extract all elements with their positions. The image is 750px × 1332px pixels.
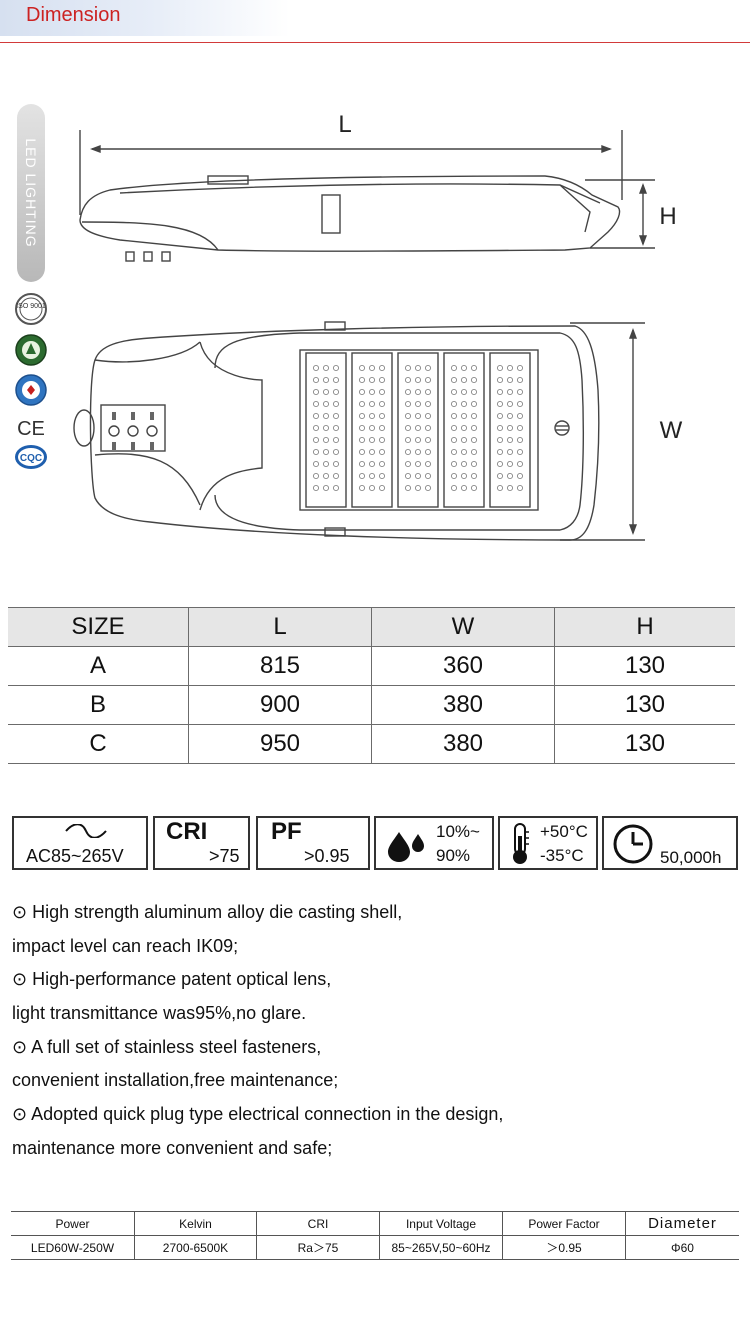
- size-cell: C: [8, 724, 189, 764]
- voltage-text: AC85~265V: [26, 846, 124, 866]
- green-seal-icon: [15, 334, 47, 366]
- iso-9001-icon: ISO 9001: [15, 293, 47, 325]
- dimension-drawing: L H W: [73, 111, 683, 541]
- humidity-top: 10%~: [436, 822, 480, 841]
- feature-line: ⊙ Adopted quick plug type electrical con…: [12, 1104, 504, 1125]
- cqc-label: CQC: [20, 453, 42, 464]
- spec-table-header: Power Kelvin CRI Input Voltage Power Fac…: [11, 1211, 739, 1236]
- kelvin-cell: 2700-6500K: [134, 1235, 257, 1260]
- length-label: L: [338, 111, 351, 138]
- size-cell: B: [8, 685, 189, 725]
- cri-spec: CRI >75: [153, 816, 250, 870]
- pf-value: >0.95: [304, 846, 350, 866]
- l-cell: 950: [188, 724, 372, 764]
- col-diameter: Diameter: [625, 1211, 739, 1236]
- feature-line: impact level can reach IK09;: [12, 935, 239, 956]
- table-row: LED60W-250W 2700-6500K Ra＞75 85~265V,50~…: [11, 1235, 739, 1260]
- pf-title: PF: [271, 818, 302, 845]
- h-cell: 130: [554, 685, 735, 725]
- col-input-voltage: Input Voltage: [379, 1211, 503, 1236]
- table-row: A 815 360 130: [8, 646, 735, 686]
- power-factor-cell: ＞0.95: [502, 1235, 626, 1260]
- temperature-top: +50°C: [540, 822, 588, 841]
- h-cell: 130: [554, 646, 735, 686]
- feature-line: maintenance more convenient and safe;: [12, 1137, 333, 1158]
- cri-cell: Ra＞75: [256, 1235, 380, 1260]
- col-w: W: [371, 607, 555, 647]
- water-drops-icon: [388, 832, 424, 862]
- ce-mark-icon: CE: [17, 418, 45, 440]
- header-divider: [0, 42, 750, 43]
- feature-list: ⊙ High strength aluminum alloy die casti…: [12, 896, 732, 1166]
- col-h: H: [554, 607, 735, 647]
- feature-line: ⊙ A full set of stainless steel fastener…: [12, 1036, 322, 1057]
- power-cell: LED60W-250W: [11, 1235, 135, 1260]
- col-power-factor: Power Factor: [502, 1211, 626, 1236]
- table-row: C 950 380 130: [8, 724, 735, 764]
- pf-spec: PF >0.95: [256, 816, 370, 870]
- temperature-spec: +50°C -35°C: [498, 816, 598, 870]
- voltage-spec: AC85~265V: [12, 816, 148, 870]
- side-label: LED LIGHTING: [17, 104, 45, 282]
- w-cell: 360: [371, 646, 555, 686]
- feature-line: light transmittance was95%,no glare.: [12, 1003, 307, 1024]
- col-l: L: [188, 607, 372, 647]
- cqc-icon: CQC: [15, 445, 47, 469]
- input-voltage-cell: 85~265V,50~60Hz: [379, 1235, 503, 1260]
- w-cell: 380: [371, 724, 555, 764]
- iso-label: ISO 9001: [16, 303, 46, 310]
- quality-cert-icon: [15, 374, 47, 406]
- size-table: SIZE L W H A 815 360 130 B 900 380 130 C…: [8, 607, 735, 764]
- spec-table: Power Kelvin CRI Input Voltage Power Fac…: [11, 1211, 739, 1260]
- col-kelvin: Kelvin: [134, 1211, 257, 1236]
- cri-value: >75: [209, 846, 240, 866]
- size-table-header: SIZE L W H: [8, 607, 735, 647]
- col-power: Power: [11, 1211, 135, 1236]
- size-cell: A: [8, 646, 189, 686]
- table-row: B 900 380 130: [8, 685, 735, 725]
- ce-label: CE: [17, 418, 45, 440]
- thermometer-icon: [513, 823, 529, 864]
- cri-title: CRI: [166, 818, 208, 845]
- side-label-pill: [17, 104, 45, 282]
- height-label: H: [659, 203, 676, 230]
- side-label-text: LED LIGHTING: [23, 138, 39, 248]
- l-cell: 900: [188, 685, 372, 725]
- col-cri: CRI: [256, 1211, 380, 1236]
- h-cell: 130: [554, 724, 735, 764]
- humidity-spec: 10%~ 90%: [374, 816, 494, 870]
- humidity-bottom: 90%: [436, 846, 471, 865]
- l-cell: 815: [188, 646, 372, 686]
- header: Dimension: [0, 0, 750, 44]
- width-label: W: [660, 417, 683, 444]
- page-title: Dimension: [26, 4, 121, 26]
- header-band: [0, 0, 290, 36]
- ac-wave-icon: [65, 824, 107, 838]
- lifetime-spec: 50,000h: [602, 816, 738, 870]
- lifetime-text: 50,000h: [660, 848, 722, 867]
- feature-line: convenient installation,free maintenance…: [12, 1070, 339, 1091]
- clock-icon: [613, 824, 653, 864]
- feature-line: ⊙ High strength aluminum alloy die casti…: [12, 902, 403, 922]
- feature-line: ⊙ High-performance patent optical lens,: [12, 969, 332, 990]
- col-size: SIZE: [8, 607, 189, 647]
- temperature-bottom: -35°C: [540, 846, 584, 865]
- w-cell: 380: [371, 685, 555, 725]
- diameter-cell: Φ60: [625, 1235, 739, 1260]
